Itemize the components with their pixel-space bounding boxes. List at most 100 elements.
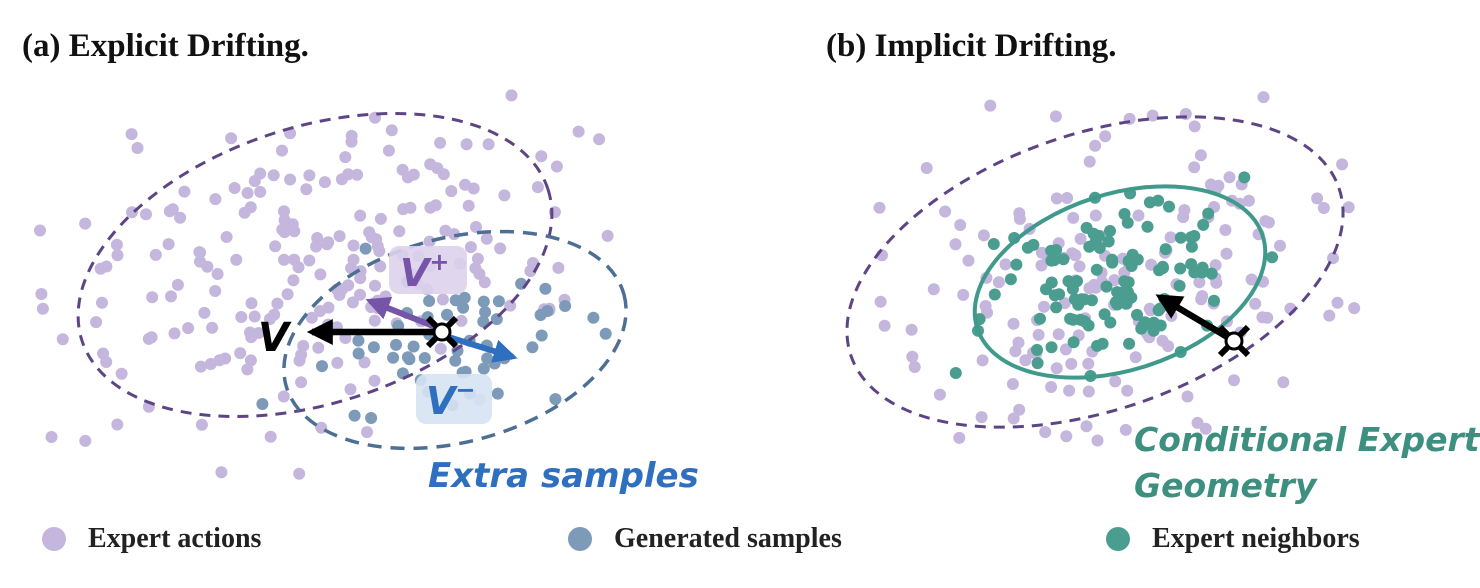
expert-action-point — [992, 276, 1005, 289]
expert-action-point — [373, 245, 386, 258]
expert-neighbor-point — [987, 238, 1000, 250]
expert-neighbor-point — [1067, 336, 1080, 349]
expert-action-point — [182, 322, 195, 335]
expert-action-point — [115, 367, 128, 380]
expert-action-point — [263, 313, 276, 325]
expert-action-point — [36, 302, 49, 315]
v-plus-arrow — [365, 296, 440, 331]
expert-action-point — [1156, 334, 1169, 347]
generated-sample-point — [449, 354, 462, 367]
expert-action-point — [1323, 309, 1336, 322]
expert-action-point — [471, 252, 484, 265]
expert-action-point — [531, 181, 544, 194]
expert-neighbor-point — [1048, 254, 1061, 267]
expert-action-point — [464, 241, 477, 254]
expert-action-point — [999, 258, 1012, 271]
expert-action-point — [1348, 302, 1361, 315]
expert-action-point — [100, 356, 113, 368]
expert-action-point — [312, 341, 325, 354]
expert-action-point — [293, 354, 306, 367]
expert-action-point — [1311, 192, 1324, 205]
expert-neighbor-point — [1096, 337, 1109, 350]
generated-sample-point — [407, 340, 420, 353]
expert-neighbor-point — [1185, 240, 1198, 253]
expert-action-point — [1038, 300, 1050, 313]
expert-action-point — [166, 203, 179, 216]
expert-action-point — [346, 296, 359, 309]
conditional-expert-ellipse — [972, 184, 1268, 380]
generated-sample-point — [359, 242, 372, 255]
expert-action-point — [396, 163, 409, 176]
query-sample-marker-a — [425, 315, 459, 349]
expert-action-point — [244, 201, 257, 214]
generated-sample-point — [449, 294, 462, 307]
legend-label-generated-samples: Generated samples — [614, 523, 842, 554]
expert-action-point — [347, 239, 360, 252]
expert-action-point — [1065, 357, 1078, 370]
panel-b-title: (b) Implicit Drifting. — [826, 28, 1117, 64]
expert-action-point — [333, 230, 346, 243]
expert-neighbor-point — [1057, 253, 1070, 266]
expert-action-point — [149, 248, 162, 261]
expert-action-point — [278, 205, 290, 218]
expert-action-point — [254, 167, 267, 180]
conditional-geometry-line-1: Conditional Expert — [1134, 420, 1480, 459]
expert-action-point — [339, 151, 352, 164]
generated-sample-point — [477, 295, 490, 308]
v-plus-superscript: + — [429, 248, 449, 276]
expert-neighbor-point — [1085, 294, 1098, 307]
expert-action-point — [145, 331, 158, 344]
conditional-geometry-label: Conditional Expert Geometry — [1134, 420, 1480, 505]
expert-action-point — [174, 211, 187, 224]
expert-action-point — [593, 133, 606, 146]
expert-neighbor-point — [1090, 263, 1103, 276]
expert-action-point — [455, 314, 468, 327]
expert-action-point — [178, 185, 191, 198]
expert-action-point — [933, 388, 946, 401]
expert-action-point — [1007, 317, 1020, 330]
expert-action-point — [927, 283, 940, 296]
expert-action-point — [1073, 260, 1086, 273]
expert-action-point — [230, 253, 243, 266]
expert-action-point — [424, 158, 437, 171]
expert-action-point — [1177, 211, 1190, 224]
expert-action-point — [1050, 192, 1063, 205]
expert-action-point — [209, 193, 222, 206]
expert-action-point — [905, 323, 918, 336]
expert-action-point — [198, 306, 211, 319]
expert-action-point — [244, 354, 257, 367]
expert-neighbor-point — [1050, 244, 1063, 256]
expert-action-point — [962, 254, 975, 267]
expert-neighbor-point — [1208, 294, 1220, 307]
expert-action-point — [354, 209, 367, 222]
expert-action-point — [1069, 249, 1082, 262]
expert-action-point — [1342, 201, 1355, 214]
expert-action-point — [460, 138, 473, 151]
expert-action-point — [374, 212, 387, 225]
legend-label-expert-neighbors: Expert neighbors — [1152, 523, 1360, 554]
generated-sample-point — [457, 301, 470, 314]
expert-neighbor-point — [1102, 235, 1115, 248]
expert-action-point — [96, 296, 108, 309]
expert-action-point — [314, 268, 327, 281]
expert-action-point — [162, 238, 175, 251]
expert-action-point — [194, 255, 206, 268]
expert-neighbor-point — [1080, 221, 1093, 234]
expert-action-point — [1083, 155, 1096, 168]
expert-action-point — [281, 288, 294, 301]
expert-action-point — [286, 218, 299, 231]
expert-neighbors-legend-dot — [1106, 527, 1130, 551]
expert-action-point — [462, 199, 475, 212]
expert-neighbor-point — [1021, 241, 1034, 254]
expert-action-point — [1228, 374, 1240, 387]
expert-action-point — [385, 124, 398, 137]
drift-arrow-b — [1155, 294, 1236, 344]
expert-neighbor-point — [1157, 262, 1169, 274]
expert-action-point — [873, 201, 886, 214]
expert-action-point — [975, 411, 988, 424]
expert-action-point — [267, 169, 280, 182]
v-label: V — [258, 315, 292, 361]
expert-action-point — [1059, 343, 1072, 356]
expert-action-point — [354, 272, 367, 285]
expert-action-point — [351, 168, 364, 181]
